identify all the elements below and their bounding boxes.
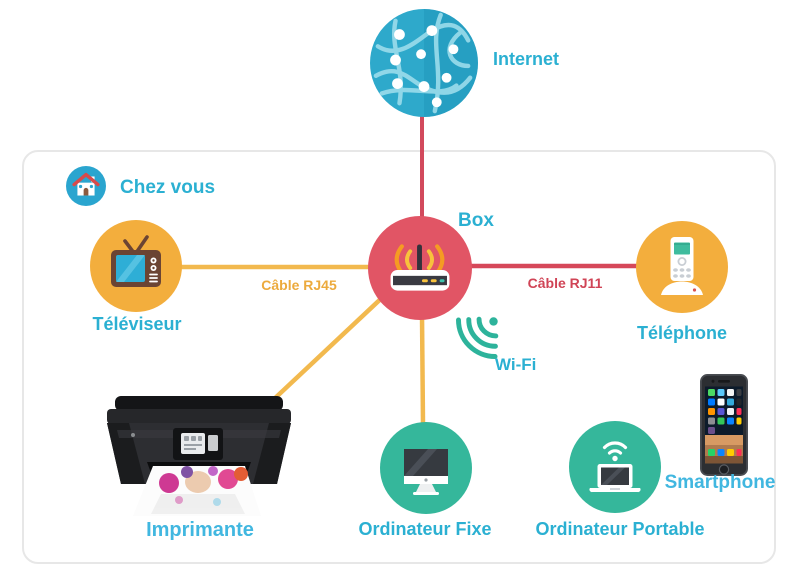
televiseur-node (90, 220, 182, 312)
landline-phone-icon (636, 221, 728, 313)
house-icon (66, 166, 106, 206)
edge-box-imprimante (254, 292, 388, 418)
tv-icon (90, 220, 182, 312)
edge-box-ordinateur-fixe (419, 314, 426, 425)
ordinateur-portable-node (569, 421, 661, 513)
imprimante-node (95, 390, 299, 518)
smartphone-label: Smartphone (664, 472, 776, 493)
televiseur-label: Téléviseur (92, 314, 182, 334)
wifi-indicator (456, 303, 512, 359)
box-label: Box (458, 210, 494, 231)
chez-vous-badge (66, 166, 106, 206)
telephone-label: Téléphone (636, 323, 727, 343)
globe-network-icon (370, 9, 478, 117)
ordinateur-portable-label: Ordinateur Portable (535, 519, 705, 539)
printer-photo (107, 396, 291, 516)
smartphone-node (699, 373, 749, 477)
internet-node (370, 9, 478, 117)
box-node (368, 216, 472, 320)
chez-vous-label: Chez vous (120, 177, 216, 198)
internet-label: Internet (493, 49, 560, 69)
wifi-icon (456, 316, 499, 359)
cable-rj45-label: Câble RJ45 (261, 277, 337, 293)
ordinateur-fixe-node (380, 422, 472, 514)
desktop-computer-icon (380, 422, 472, 514)
cable-rj11-label: Câble RJ11 (527, 275, 603, 291)
telephone-node (636, 221, 728, 313)
laptop-wifi-icon (569, 421, 661, 513)
router-icon (368, 216, 472, 320)
wifi-label: Wi-Fi (495, 355, 537, 374)
ordinateur-fixe-label: Ordinateur Fixe (358, 519, 492, 539)
iphone-photo (700, 374, 748, 476)
imprimante-label: Imprimante (146, 519, 254, 541)
